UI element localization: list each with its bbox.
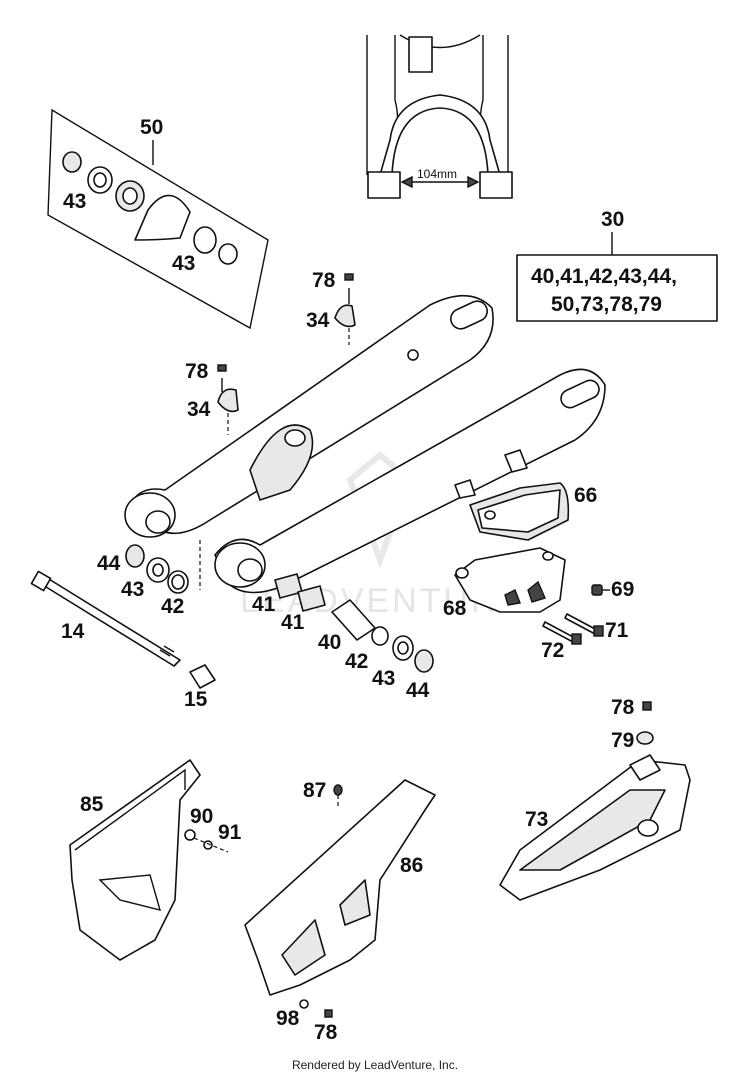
footer-credit: Rendered by LeadVenture, Inc. <box>291 1058 459 1072</box>
chain-guard-upper-icon <box>244 779 436 1018</box>
bolt-72-icon <box>542 621 582 645</box>
chain-guard-icon <box>69 759 229 961</box>
clamp-34-upper-icon <box>334 273 356 345</box>
callout-98: 98 <box>276 1007 300 1030</box>
kit-50-part-43-b: 43 <box>172 252 195 275</box>
chain-guide-block-icon <box>469 482 570 541</box>
callout-69: 69 <box>611 578 634 601</box>
callout-90: 90 <box>190 805 213 828</box>
pivot-bearings-right-icon <box>274 573 434 673</box>
bearing-seal-icon <box>62 151 238 265</box>
callout-41-a: 41 <box>252 593 276 616</box>
callout-68: 68 <box>443 597 467 620</box>
callout-73: 73 <box>525 808 548 831</box>
callout-85: 85 <box>80 793 104 816</box>
clamp-34-lower-icon <box>217 364 239 435</box>
callout-42-right: 42 <box>345 650 368 673</box>
callout-86: 86 <box>400 854 423 877</box>
callout-43-left: 43 <box>121 578 144 601</box>
callout-78-guard: 78 <box>314 1021 338 1044</box>
chain-slider-icon <box>499 701 691 901</box>
kit-30-box: 30 40,41,42,43,44, 50,73,78,79 <box>516 208 718 322</box>
kit-50-part-43-a: 43 <box>63 190 86 213</box>
callout-41-b: 41 <box>281 611 305 634</box>
pivot-bearings-left-icon <box>125 540 201 594</box>
callout-30: 30 <box>601 208 624 231</box>
callout-14: 14 <box>61 620 85 643</box>
kit-30-contents-line2: 50,73,78,79 <box>551 293 662 316</box>
callout-40: 40 <box>318 631 341 654</box>
callout-78-slider: 78 <box>611 696 635 719</box>
pivot-shaft-icon <box>30 570 216 689</box>
bolt-71-icon <box>564 613 604 637</box>
callout-50: 50 <box>140 116 163 139</box>
frame-dimension-label: 104mm <box>417 167 457 181</box>
callout-71: 71 <box>605 619 629 642</box>
kit-50-box: 50 43 43 <box>47 108 269 330</box>
chain-guide-plate-icon <box>454 547 566 613</box>
swingarm-icon <box>124 294 606 594</box>
callout-15: 15 <box>184 688 208 711</box>
callout-72: 72 <box>541 639 564 662</box>
callout-79: 79 <box>611 729 634 752</box>
callout-44-right: 44 <box>406 679 430 702</box>
callout-78-upper-clamp: 78 <box>312 269 336 292</box>
callout-78-lower-clamp: 78 <box>185 360 209 383</box>
kit-30-contents-line1: 40,41,42,43,44, <box>531 265 677 288</box>
callout-87: 87 <box>303 779 326 802</box>
callout-42-left: 42 <box>161 595 184 618</box>
frame-width-diagram: 104mm <box>366 34 513 199</box>
callout-91: 91 <box>218 821 242 844</box>
callout-66: 66 <box>574 484 597 507</box>
callout-43-right: 43 <box>372 667 395 690</box>
callout-34-lower-clamp: 34 <box>187 398 211 421</box>
screw-69-icon <box>591 584 610 596</box>
callout-34-upper-clamp: 34 <box>306 309 330 332</box>
callout-44-left: 44 <box>97 552 121 575</box>
